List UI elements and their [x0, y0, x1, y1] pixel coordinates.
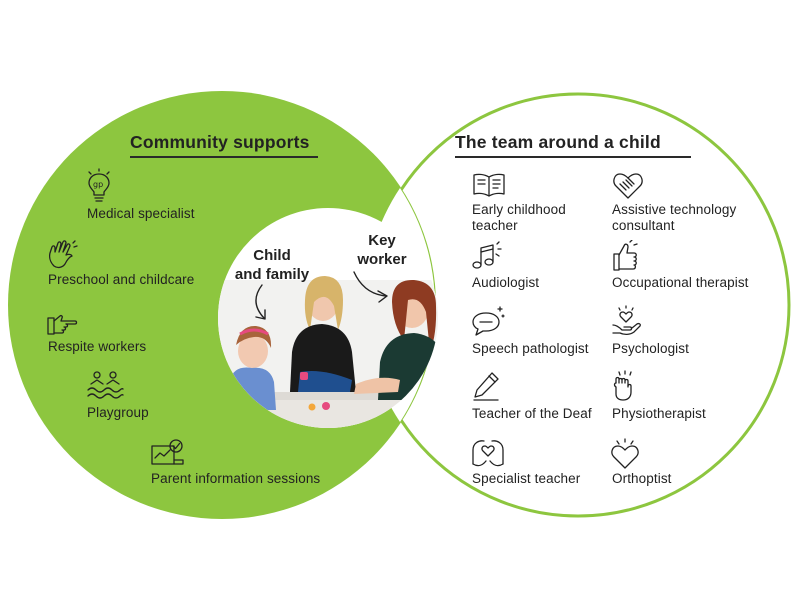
team-item-teacher-of-the-deaf: Teacher of the Deaf	[472, 406, 592, 421]
community-supports-title: Community supports	[130, 132, 310, 152]
community-item-parent-information-sessions: Parent information sessions	[151, 471, 321, 486]
svg-text:gp: gp	[93, 180, 103, 189]
waving-hand-icon	[46, 238, 78, 270]
heart-icon	[610, 438, 640, 470]
team-item-assistive-technology-consultant: Assistive technology consultant	[612, 202, 737, 233]
people-waves-icon	[86, 370, 124, 400]
pointing-hand-icon	[46, 312, 78, 338]
team-title-underline	[455, 156, 691, 158]
team-item-psychologist: Psychologist	[612, 341, 689, 356]
key-worker-label: Key worker	[357, 232, 407, 268]
team-item-orthoptist: Orthoptist	[612, 471, 672, 486]
music-notes-icon	[470, 240, 502, 272]
community-item-preschool-and-childcare: Preschool and childcare	[48, 272, 195, 287]
presentation-check-icon	[150, 438, 186, 468]
team-item-speech-pathologist: Speech pathologist	[472, 341, 589, 356]
team-item-audiologist: Audiologist	[472, 275, 540, 290]
open-book-icon	[472, 172, 506, 198]
child-family-arrow	[255, 284, 266, 320]
gp-lightbulb-icon: gp	[84, 168, 114, 202]
heart-hands-icon	[470, 438, 506, 470]
speech-bubble-icon	[470, 305, 506, 337]
team-item-early-childhood-teacher: Early childhood teacher	[472, 202, 566, 233]
child-and-family-label: Child and family	[234, 247, 310, 283]
team-item-physiotherapist: Physiotherapist	[612, 406, 706, 421]
community-item-medical-specialist: Medical specialist	[87, 206, 195, 221]
hand-heart-icon	[610, 305, 642, 337]
team-around-child-title: The team around a child	[455, 132, 661, 152]
community-title-underline	[130, 156, 318, 158]
fist-icon	[610, 370, 640, 402]
thumbs-up-icon	[610, 240, 640, 272]
handshake-heart-icon	[612, 170, 644, 200]
key-worker-arrow	[353, 271, 388, 303]
team-item-occupational-therapist: Occupational therapist	[612, 275, 749, 290]
community-item-respite-workers: Respite workers	[48, 339, 147, 354]
community-item-playgroup: Playgroup	[87, 405, 149, 420]
pen-icon	[470, 370, 502, 402]
team-item-specialist-teacher: Specialist teacher	[472, 471, 581, 486]
